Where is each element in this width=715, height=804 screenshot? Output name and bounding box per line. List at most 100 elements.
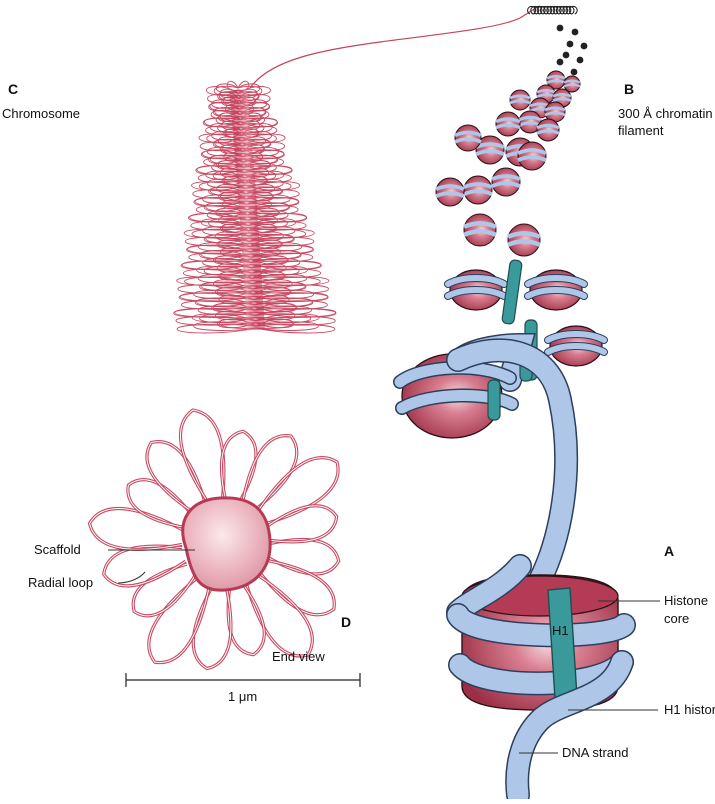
radial-loop <box>220 223 249 233</box>
radial-loop <box>203 157 244 167</box>
radial-loop <box>244 165 293 176</box>
radial-loop <box>242 149 285 160</box>
radial-loop <box>195 165 245 175</box>
radial-loop <box>195 205 248 215</box>
chromosome-fiber-tail <box>249 5 541 89</box>
radial-loop <box>205 125 242 136</box>
radial-loop <box>196 297 255 308</box>
dna-wrap <box>545 343 607 355</box>
chromosome-axis <box>229 89 265 331</box>
radial-loop <box>187 212 248 223</box>
radial-loop <box>255 456 340 526</box>
radial-loop <box>194 297 255 307</box>
radial-loop <box>197 273 253 284</box>
radial-loop <box>199 141 243 152</box>
radial-loop <box>202 117 241 128</box>
radial-loop <box>249 239 283 249</box>
radial-loop <box>250 250 301 261</box>
radial-loop <box>252 273 308 284</box>
radial-loop <box>243 154 278 165</box>
dna-wrap <box>536 123 560 130</box>
dna-wrap <box>495 123 521 130</box>
radial-loop <box>197 173 245 183</box>
radial-loop <box>206 133 242 144</box>
radial-loop <box>240 117 278 128</box>
radial-loop <box>250 244 314 255</box>
radial-loop <box>249 233 295 244</box>
tiny-nucleosome <box>571 28 579 36</box>
radial-loop <box>252 276 330 287</box>
tiny-nucleosome <box>562 51 570 59</box>
radial-loop <box>243 162 277 173</box>
radial-loop <box>202 194 247 204</box>
radial-loop <box>203 265 252 276</box>
radial-loop <box>208 101 240 112</box>
radial-loop <box>239 107 267 117</box>
radial-loop <box>211 302 255 313</box>
radial-loop <box>186 244 251 255</box>
radial-loop <box>205 86 239 97</box>
radial-loop <box>219 429 258 503</box>
tiny-nucleosome <box>580 42 588 50</box>
radial-loop <box>250 255 289 265</box>
radial-loop <box>212 170 245 181</box>
radial-loop <box>193 321 257 331</box>
dna-wrap <box>509 99 531 105</box>
radial-loop <box>205 170 246 181</box>
radial-loop <box>196 165 245 176</box>
radial-loop <box>191 313 256 324</box>
radial-loop <box>214 207 248 218</box>
radial-loop <box>174 308 256 319</box>
dna-wrap <box>507 238 541 247</box>
radial-loop <box>184 236 250 247</box>
radial-loop <box>267 537 341 576</box>
radial-loop <box>179 292 255 303</box>
radial-loop <box>200 250 251 261</box>
radial-loop <box>248 228 307 239</box>
radial-loop <box>253 297 314 307</box>
radial-loop <box>244 173 292 183</box>
dna-wrap <box>536 129 560 135</box>
radial-loop <box>251 260 322 271</box>
radial-loop <box>247 207 279 218</box>
radial-loop <box>244 573 314 658</box>
dna-strand-path <box>446 338 579 592</box>
radial-loop <box>241 125 278 136</box>
radial-loop <box>250 252 314 263</box>
radial-loop <box>176 323 257 334</box>
scaffold-label: Scaffold <box>34 542 81 557</box>
radial-loop <box>197 305 255 316</box>
radial-loop <box>252 281 307 292</box>
h1-histone-label: H1 histone <box>664 702 715 717</box>
radial-loop <box>245 186 283 196</box>
radial-loop <box>212 138 243 149</box>
radial-loop <box>213 302 256 313</box>
dna-wrap <box>463 182 493 190</box>
radial-loop <box>245 189 300 199</box>
radial-loop <box>251 265 308 276</box>
radial-loop <box>202 149 244 160</box>
radial-loop <box>241 133 277 144</box>
h1-linker <box>501 259 523 325</box>
radial-loop <box>254 305 312 316</box>
end-view <box>87 408 341 671</box>
radial-loop <box>217 122 242 133</box>
radial-loop <box>242 141 286 152</box>
radial-loop <box>219 191 247 202</box>
radial-loop <box>219 144 243 154</box>
dna-wrap <box>525 275 587 287</box>
radial-loop <box>200 218 249 229</box>
radial-loop <box>203 202 247 212</box>
radial-loop <box>255 323 336 334</box>
radial-loop <box>249 236 315 247</box>
radial-loop <box>242 149 285 159</box>
radial-loop <box>102 544 187 588</box>
radial-loop <box>214 286 254 297</box>
radial-loop <box>192 189 247 199</box>
radial-loop <box>253 292 329 303</box>
radial-loop <box>216 239 250 249</box>
dna-wrap <box>563 79 581 84</box>
radial-loop <box>218 191 247 202</box>
dna-wrap <box>454 130 482 138</box>
histone-core-label-line1: Histone <box>664 593 708 608</box>
